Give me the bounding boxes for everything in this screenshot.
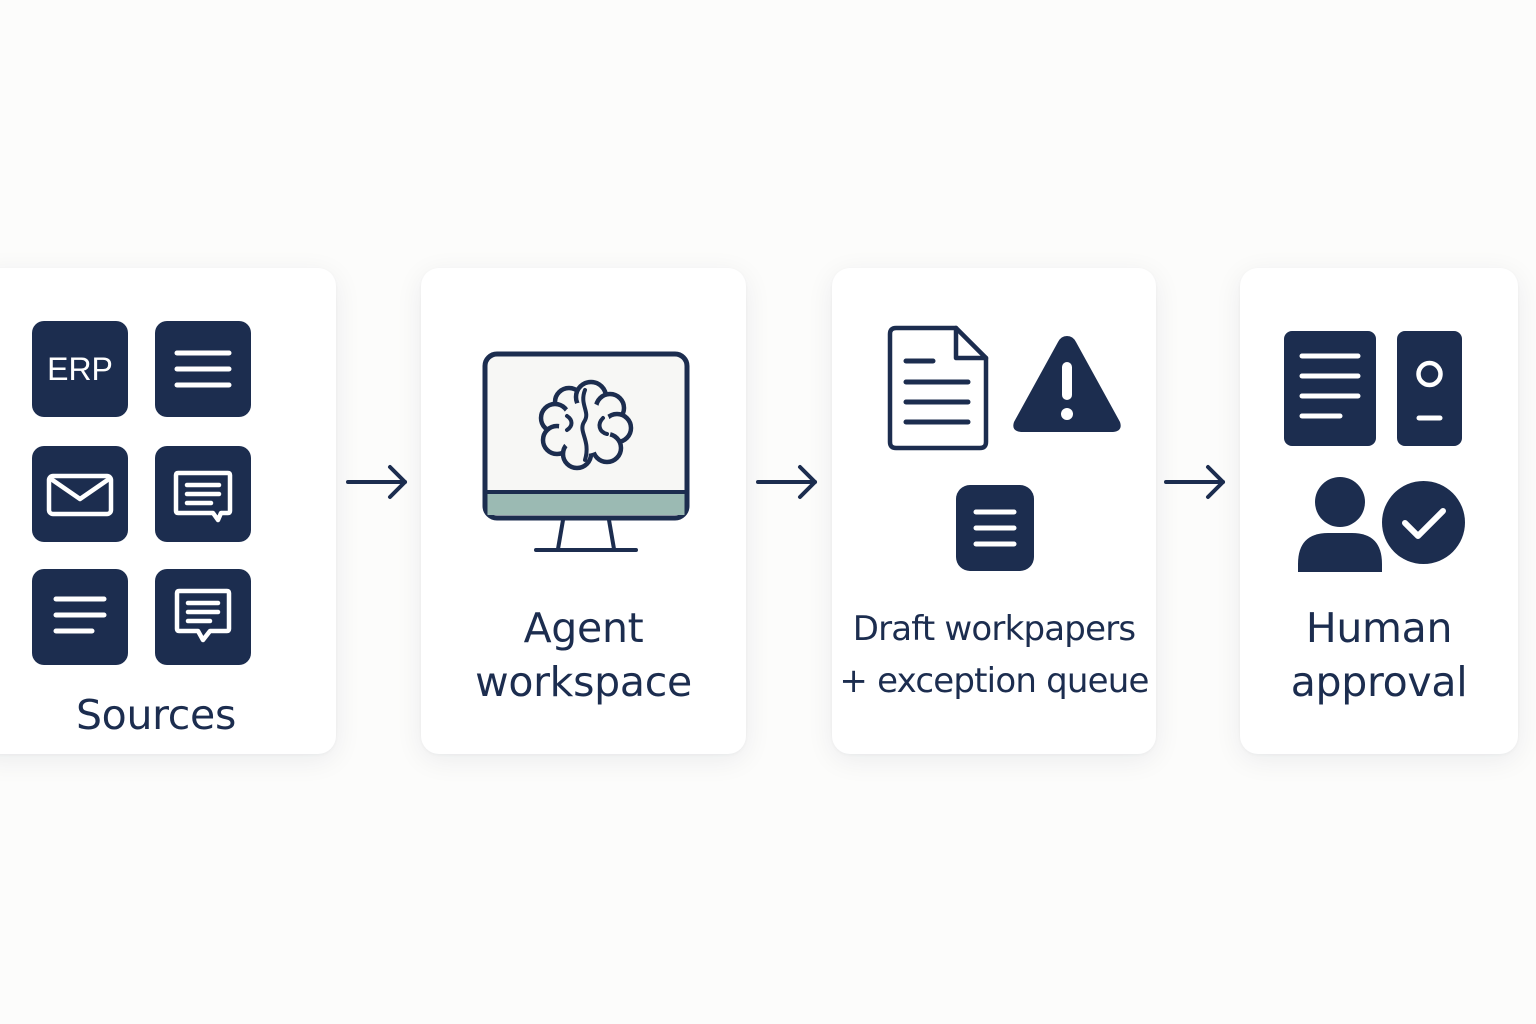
arrow-icon — [1164, 465, 1225, 499]
document-icon — [887, 325, 989, 451]
monitor-brain-icon — [482, 351, 690, 552]
sources-card: ERP Sources — [0, 268, 336, 754]
step-label-agent-workspace: Agent workspace — [475, 604, 692, 706]
draft-workpapers-card: Draft workpapers + exception queue — [832, 268, 1156, 754]
arrow-icon — [756, 465, 817, 499]
erp-icon: ERP — [32, 321, 128, 417]
mail-icon — [32, 446, 128, 542]
text-lines-icon — [32, 569, 128, 665]
comment-icon — [155, 569, 251, 665]
warning-icon — [1013, 336, 1121, 432]
erp-icon-label: ERP — [47, 351, 113, 387]
human-approval-card: Human approval — [1240, 268, 1518, 754]
step-label-draft-workpapers: Draft workpapers + exception queue — [839, 609, 1149, 701]
step-label-human-approval: Human approval — [1290, 604, 1468, 706]
person-icon — [1298, 477, 1382, 572]
server-icon — [1397, 331, 1462, 446]
check-badge-icon — [1382, 481, 1465, 564]
list-icon — [956, 485, 1034, 571]
document-lines-icon — [1284, 331, 1376, 446]
agent-workspace-card: Agent workspace — [421, 268, 746, 754]
step-label-sources: Sources — [75, 691, 237, 739]
arrow-icon — [346, 465, 407, 499]
chat-message-icon — [155, 446, 251, 542]
document-lines-icon — [155, 321, 251, 417]
